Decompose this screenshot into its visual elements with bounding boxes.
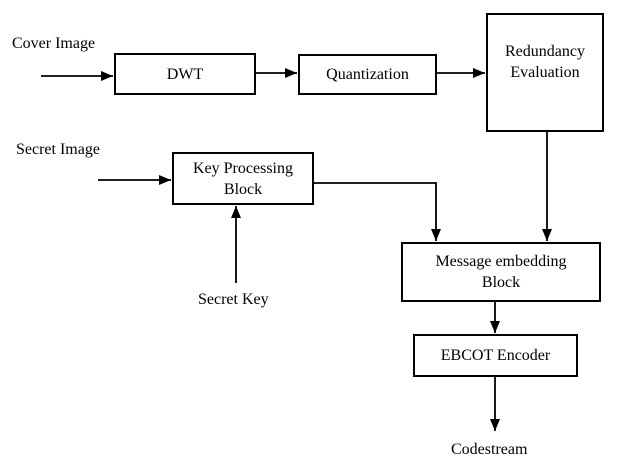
ebcot-encoder-box: EBCOT Encoder <box>413 334 578 377</box>
redundancy-evaluation-box: Redundancy Evaluation <box>486 13 604 132</box>
ebcot-encoder-label: EBCOT Encoder <box>440 347 551 364</box>
dwt-box-label: DWT <box>166 65 204 83</box>
secret-key-label: Secret Key <box>198 291 269 308</box>
key-processing-block-box: Key Processing Block <box>172 152 314 205</box>
message-embedding-label-line1: Message embedding <box>435 253 567 270</box>
codestream-label: Codestream <box>451 441 528 458</box>
dwt-box: DWT <box>114 53 256 95</box>
key-processing-label-line1: Key Processing <box>193 159 293 177</box>
message-embedding-label-line2: Block <box>481 274 521 291</box>
redundancy-evaluation-label-line2: Evaluation <box>510 64 580 81</box>
quantization-box-label: Quantization <box>326 66 409 83</box>
secret-image-label: Secret Image <box>16 141 100 158</box>
quantization-box: Quantization <box>298 54 437 95</box>
arrow-key-processing-to-message-embedding <box>314 182 441 241</box>
redundancy-evaluation-label-line1: Redundancy <box>505 43 585 60</box>
key-processing-label-line2: Block <box>223 180 263 198</box>
message-embedding-block-box: Message embedding Block <box>401 242 601 302</box>
cover-image-label: Cover Image <box>12 35 96 52</box>
